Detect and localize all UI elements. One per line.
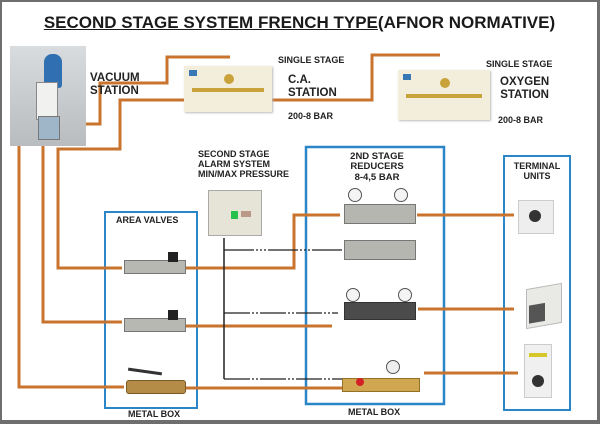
vacuum-regulator <box>342 360 420 396</box>
gauge-right-icon-3 <box>398 288 412 302</box>
valve-body-1 <box>124 260 186 274</box>
area-valve-2 <box>122 308 186 332</box>
ca-pressure-label: 200-8 BAR <box>288 111 334 121</box>
terminal-label-line1: TERMINAL <box>513 161 561 171</box>
vacuum-label-line2: STATION <box>90 84 139 97</box>
reducer-unit-3 <box>342 288 416 322</box>
vacuum-station-photo <box>10 46 86 146</box>
vacuum-tank <box>44 54 62 88</box>
terminal-unit-3 <box>524 344 552 398</box>
alarm-label-line1: SECOND STAGE <box>198 149 270 159</box>
vacuum-gauge-icon <box>386 360 400 374</box>
alarm-label-line3: MIN/MAX PRESSURE <box>198 168 290 179</box>
vacuum-station-label: VACUUM STATION <box>90 72 140 97</box>
reducer-unit-1 <box>344 188 416 228</box>
valve-body-2 <box>124 318 186 332</box>
area-valves-label: AREA VALVES <box>116 215 179 225</box>
terminal-units-box <box>503 155 571 411</box>
terminal-units-label: TERMINAL UNITS <box>506 161 568 182</box>
reducer-body <box>344 204 416 224</box>
vacuum-pipe <box>17 103 124 389</box>
oxygen-label-line2: STATION <box>500 88 549 101</box>
area-valve-1 <box>122 250 186 274</box>
ca-label-line2: STATION <box>288 86 337 99</box>
vacuum-cart <box>38 116 60 140</box>
oxygen-station-label: OXYGEN STATION <box>500 76 549 101</box>
reducers-label: 2ND STAGE REDUCERS 8-4,5 BAR <box>342 151 412 183</box>
vacuum-panel <box>36 82 58 120</box>
diagram-canvas: SECOND STAGE SYSTEM FRENCH TYPE(AFNOR NO… <box>2 2 597 420</box>
oxygen-to-reducer-pipe <box>185 213 340 270</box>
terminal-socket-icon-3 <box>532 375 544 387</box>
oxygen-regulator <box>440 78 450 88</box>
oxygen-pipe <box>56 53 440 270</box>
reducers-label-line1: 2ND STAGE <box>350 151 404 162</box>
vacuum-regulator-body <box>342 378 420 392</box>
reducers-box <box>304 145 446 406</box>
ca-regulator <box>224 74 234 84</box>
valve-solenoid-2 <box>168 310 178 320</box>
diagram-title: SECOND STAGE SYSTEM FRENCH TYPE(AFNOR NO… <box>2 13 597 33</box>
oxygen-stage-label: SINGLE STAGE <box>486 59 553 69</box>
ca-stage-label: SINGLE STAGE <box>278 55 345 65</box>
title-rest: (AFNOR NORMATIVE) <box>377 13 556 32</box>
alarm-display <box>241 211 251 217</box>
area-metal-box-label: METAL BOX <box>128 409 181 419</box>
alarm-panel <box>208 190 262 236</box>
gauge-right-icon <box>394 188 408 202</box>
gauge-left-icon <box>348 188 362 202</box>
alarm-label: SECOND STAGE ALARM SYSTEM MIN/MAX PRESSU… <box>198 149 290 180</box>
ball-valve-body <box>126 380 186 394</box>
oxygen-label-line1: OXYGEN <box>500 76 550 88</box>
terminal-label-line2: UNITS <box>523 170 551 181</box>
ca-label-plate <box>189 70 197 76</box>
ball-valve <box>124 367 186 396</box>
ca-label-line1: C.A. <box>288 74 311 86</box>
terminal-unit-1 <box>518 200 554 234</box>
oxygen-label-plate <box>403 74 411 80</box>
oxygen-manifold <box>406 94 482 98</box>
terminal-yellow-band <box>529 353 547 357</box>
oxygen-station-photo <box>398 70 490 120</box>
reducers-label-line2: REDUCERS <box>350 161 404 173</box>
reducer-body-3 <box>344 302 416 320</box>
reducers-label-line3: 8-4,5 BAR <box>354 171 400 183</box>
connections-layer <box>17 53 571 411</box>
alarm-label-line2: ALARM SYSTEM <box>198 158 270 169</box>
red-valve-handle-icon <box>356 378 364 386</box>
vacuum-label-line1: VACUUM <box>90 72 140 84</box>
title-underlined: SECOND STAGE SYSTEM FRENCH TYPE <box>43 13 378 32</box>
area-valves-box <box>104 211 198 409</box>
terminal-socket-icon-1 <box>529 210 541 222</box>
reducer-unit-2 <box>344 238 416 268</box>
ca-manifold <box>192 88 264 92</box>
ca-station-label: C.A. STATION <box>288 74 337 99</box>
reducer-metal-box-label: METAL BOX <box>348 407 401 417</box>
terminal-flap-icon <box>529 302 545 324</box>
terminal-unit-2 <box>526 282 562 330</box>
gauge-left-icon-3 <box>346 288 360 302</box>
alarm-green-indicator <box>231 211 238 219</box>
valve-solenoid-1 <box>168 252 178 262</box>
oxygen-pressure-label: 200-8 BAR <box>498 115 544 125</box>
ca-station-photo <box>184 66 272 112</box>
ca-pipe <box>41 55 230 324</box>
ball-valve-handle-icon <box>127 367 163 376</box>
reducer-body-2 <box>344 240 416 260</box>
